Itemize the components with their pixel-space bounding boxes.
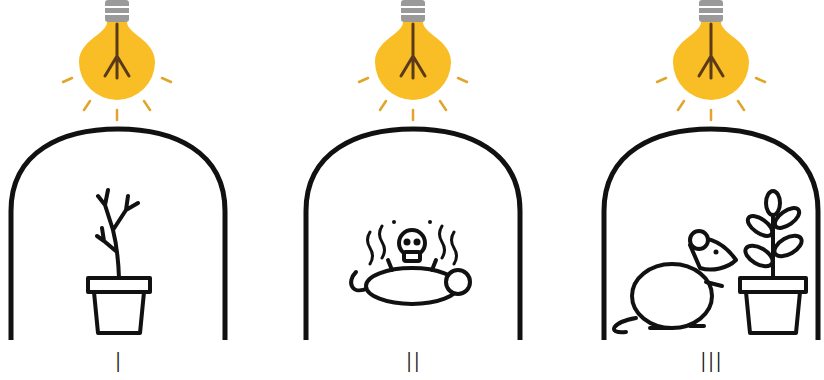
jar-outline <box>8 126 228 380</box>
jar-outline <box>303 126 523 380</box>
bell-jar: II <box>303 126 523 380</box>
jar-dome <box>11 129 225 340</box>
jar-label: I <box>8 348 228 378</box>
jar-dome <box>604 129 818 340</box>
dead-mouse <box>351 220 470 304</box>
live-plant <box>740 191 806 333</box>
jar-outline <box>601 126 821 380</box>
light-bulb <box>359 0 467 120</box>
jar-label: III <box>601 348 821 378</box>
light-bulb <box>657 0 765 120</box>
dead-plant <box>88 190 150 333</box>
light-bulb <box>63 0 171 120</box>
bell-jar: I <box>8 126 228 380</box>
bell-jar: III <box>601 126 821 380</box>
jar-dome <box>306 129 520 340</box>
live-mouse <box>614 231 736 332</box>
jar-label: II <box>303 348 523 378</box>
